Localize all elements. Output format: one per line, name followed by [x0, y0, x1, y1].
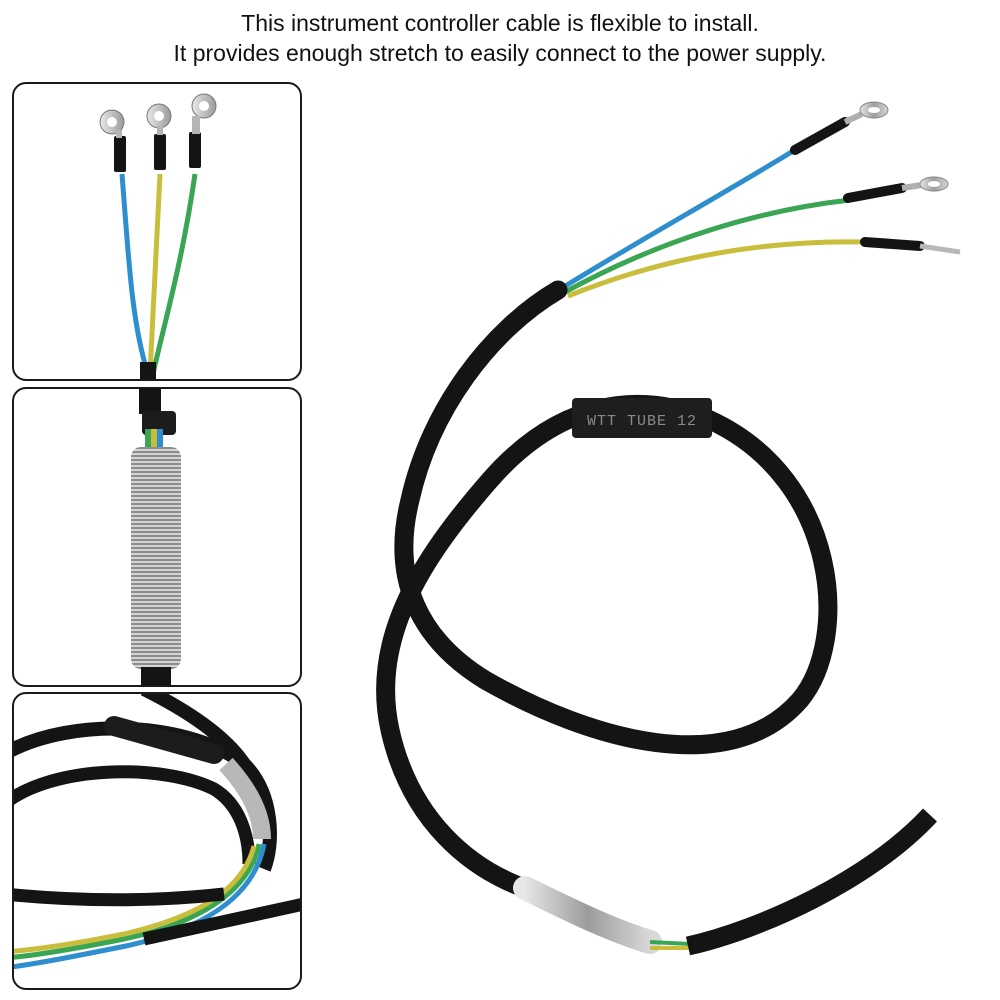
metal-spring	[131, 447, 181, 669]
cable-jacket	[141, 667, 171, 685]
cable-full-view-image: WTT TUBE 12	[376, 101, 961, 956]
green-wire	[150, 173, 198, 375]
blue-wire	[119, 173, 151, 375]
caption-line-2: It provides enough stretch to easily con…	[173, 40, 827, 66]
cable-jacket	[14, 765, 256, 865]
cable-jacket	[140, 362, 156, 379]
caption: This instrument controller cable is flex…	[0, 8, 1000, 68]
blue-wire	[157, 429, 163, 457]
crimp-sleeve	[860, 237, 925, 251]
sleeve-marking-text: WTT TUBE 12	[587, 413, 697, 430]
ring-terminal	[146, 103, 172, 135]
cable-jacket	[140, 694, 250, 769]
marking-sleeve	[104, 716, 224, 764]
coil-closeup-image	[14, 694, 300, 970]
terminals-closeup-image	[99, 93, 217, 379]
fork-terminal	[919, 243, 961, 255]
yellow-wire	[567, 239, 866, 299]
spring-closeup-image	[131, 389, 181, 685]
ring-terminal	[843, 101, 889, 125]
cable-jacket	[376, 280, 838, 900]
crimp-sleeve	[843, 183, 907, 203]
detail-panel-coil	[12, 692, 302, 990]
detail-panel-spring	[12, 387, 302, 687]
crimp-sleeve	[790, 117, 850, 155]
yellow-wire	[14, 845, 257, 954]
marking-sleeve	[572, 398, 712, 438]
ring-terminal	[901, 176, 949, 192]
yellow-wire	[147, 173, 163, 375]
green-wire	[649, 940, 691, 946]
blue-wire	[14, 843, 267, 970]
yellow-wire	[151, 429, 157, 457]
cable-jacket	[14, 887, 225, 907]
crimp-sleeve	[189, 132, 201, 168]
caption-line-1: This instrument controller cable is flex…	[241, 10, 759, 36]
detail-panel-terminals	[12, 82, 302, 381]
metal-spring	[219, 757, 271, 840]
crimp-sleeve	[154, 134, 166, 170]
green-wire	[563, 197, 851, 295]
green-wire	[14, 843, 262, 960]
metal-spring	[513, 876, 662, 954]
crimp-sleeve	[114, 136, 126, 172]
cable-jacket	[142, 898, 300, 946]
blue-wire	[560, 145, 800, 291]
ring-terminal	[99, 109, 125, 138]
cable-jacket	[139, 389, 161, 414]
main-product-photo: WTT TUBE 12	[310, 80, 1000, 995]
ring-terminal	[191, 93, 217, 134]
cable-end	[685, 808, 937, 956]
green-wire	[145, 429, 151, 457]
